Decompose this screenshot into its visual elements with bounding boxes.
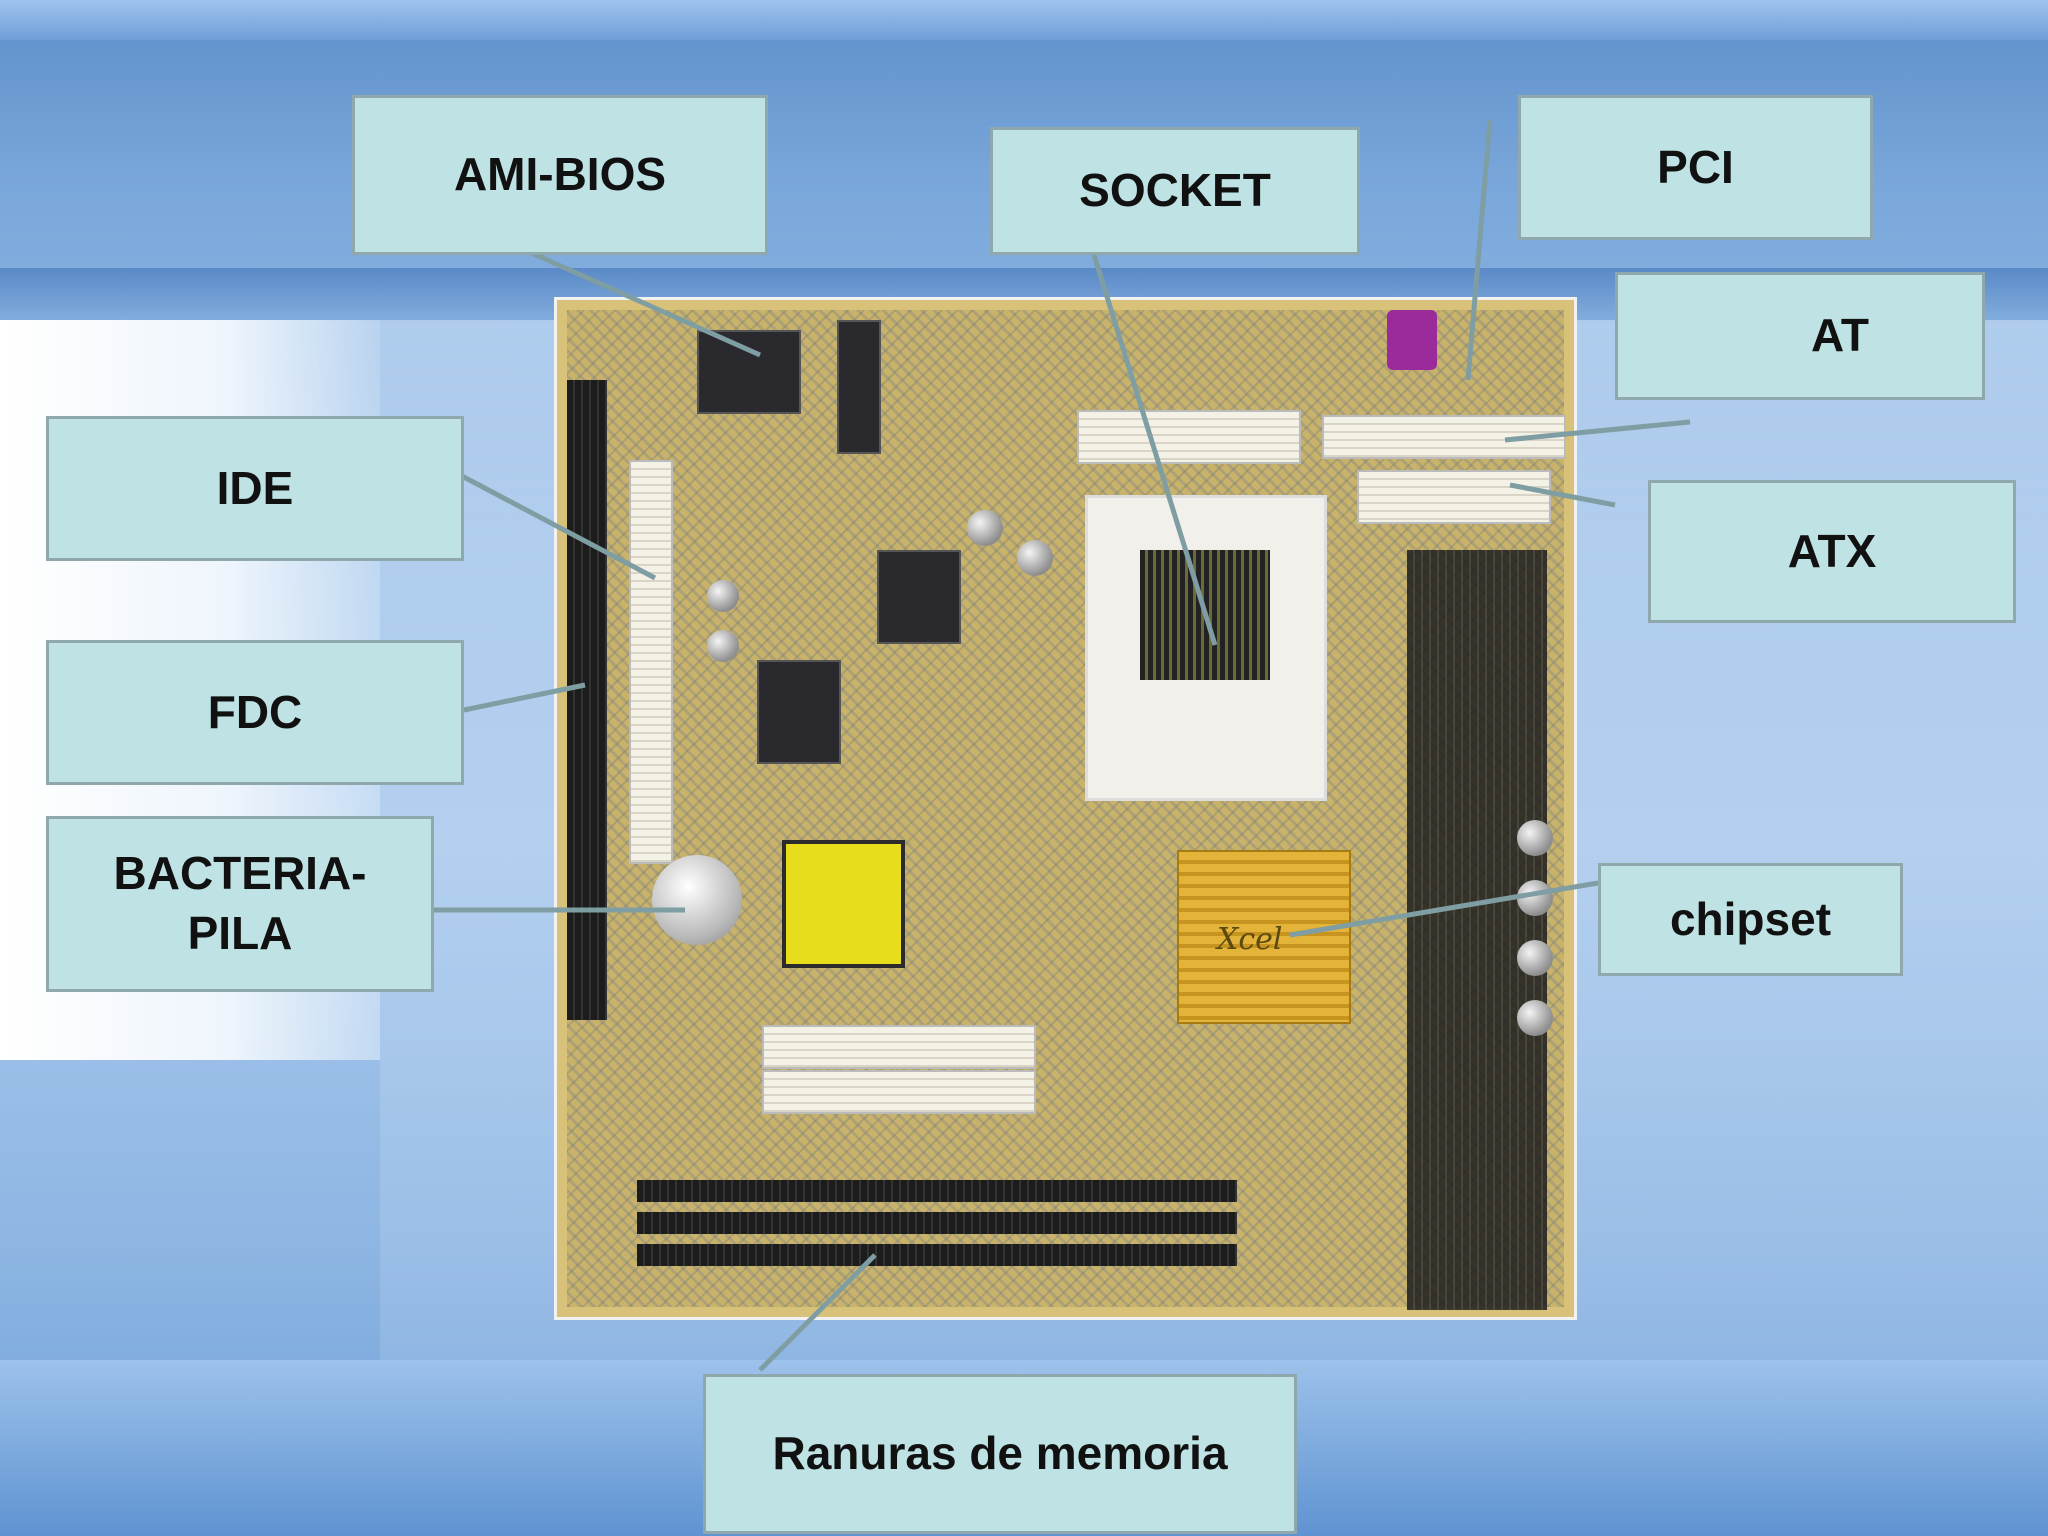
capacitor — [707, 630, 739, 662]
io-chip — [877, 550, 961, 644]
label-chipset-text: chipset — [1669, 892, 1832, 945]
label-at: AT — [1615, 272, 1985, 400]
slot1-cpu-slot — [1407, 550, 1547, 1310]
label-ami-bios-text: AMI-BIOS — [453, 148, 667, 201]
pci-connector — [1322, 415, 1566, 459]
label-bacteria-pila: BACTERIA- PILA — [46, 816, 434, 992]
label-socket: SOCKET — [990, 127, 1360, 255]
socket-pin-grid — [1140, 550, 1270, 680]
capacitor — [1517, 820, 1553, 856]
label-at-text: AT — [1811, 309, 1869, 362]
label-socket-text: SOCKET — [1079, 164, 1271, 217]
purple-connector — [1387, 310, 1437, 370]
background-top-band — [0, 0, 2048, 40]
atx-power-connector — [1357, 470, 1551, 524]
expansion-slot-1 — [762, 1025, 1036, 1069]
capacitor — [1517, 880, 1553, 916]
label-atx: ATX — [1648, 480, 2016, 623]
bios-chip — [697, 330, 801, 414]
label-ranuras-memoria-text: Ranuras de memoria — [772, 1427, 1228, 1480]
pcb-surface — [567, 310, 1564, 1307]
label-fdc-text: FDC — [207, 685, 303, 738]
dimm-slot-3 — [637, 1244, 1237, 1266]
heatsink-brand-text: Xcel — [1217, 922, 1283, 957]
at-power-connector — [1077, 410, 1301, 464]
cmos-battery — [652, 855, 742, 945]
label-pci-text: PCI — [1657, 140, 1734, 193]
label-ide-text: IDE — [216, 461, 294, 514]
capacitor — [1517, 940, 1553, 976]
chipset-heatsink: Xcel — [1177, 850, 1351, 1024]
capacitor — [707, 580, 739, 612]
ide-connector — [629, 460, 673, 864]
dimm-slot-2 — [637, 1212, 1237, 1234]
label-pci: PCI — [1518, 95, 1873, 240]
label-ranuras-memoria: Ranuras de memoria — [703, 1374, 1297, 1534]
label-fdc: FDC — [46, 640, 464, 785]
label-ami-bios: AMI-BIOS — [352, 95, 768, 255]
label-chipset: chipset — [1598, 863, 1903, 976]
dimm-slot-1 — [637, 1180, 1237, 1202]
label-bacteria-pila-line1: BACTERIA- — [113, 847, 367, 900]
audio-chip — [757, 660, 841, 764]
capacitor — [967, 510, 1003, 546]
label-atx-text: ATX — [1787, 524, 1877, 577]
ic-chip — [837, 320, 881, 454]
label-bacteria-pila-line2: PILA — [187, 907, 293, 959]
label-ide: IDE — [46, 416, 464, 561]
capacitor — [1517, 1000, 1553, 1036]
motherboard-image: Xcel — [557, 300, 1574, 1317]
graphics-chip — [782, 840, 905, 968]
isa-edge-connector — [567, 380, 607, 1020]
expansion-slot-2 — [762, 1070, 1036, 1114]
cpu-socket — [1085, 495, 1327, 801]
capacitor — [1017, 540, 1053, 576]
